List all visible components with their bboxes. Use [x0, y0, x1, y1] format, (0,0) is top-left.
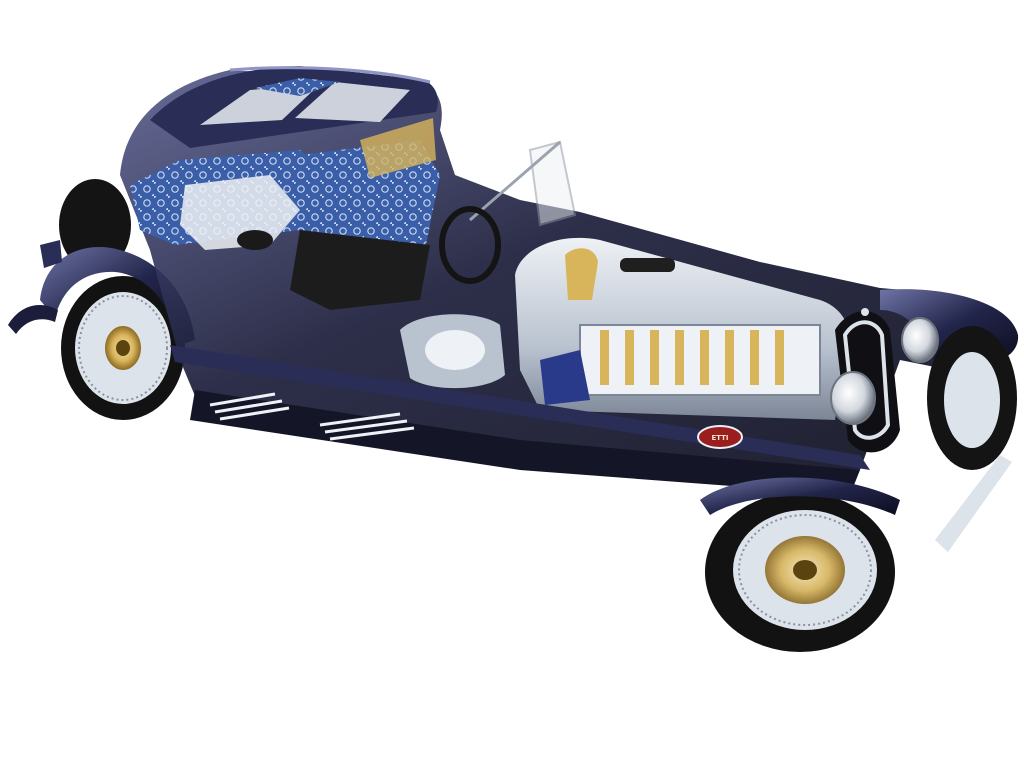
- badge-text: ETTI: [711, 434, 728, 442]
- front-seat: [290, 118, 440, 310]
- front-wheel: [705, 492, 895, 652]
- chassis-rail: [170, 345, 870, 470]
- windshield: [469, 140, 577, 227]
- front-fender-far: [880, 289, 1019, 470]
- body-highlight: [229, 66, 431, 84]
- steering-wheel: [439, 206, 501, 284]
- rear-wheel-far: [59, 179, 131, 271]
- transmission: [400, 314, 505, 389]
- front-fender-near: [700, 477, 900, 515]
- headlamps: [830, 317, 939, 425]
- engine: [515, 237, 850, 420]
- running-board: [190, 390, 860, 495]
- rear-seat: [130, 150, 330, 250]
- rear-wheel: [61, 276, 185, 420]
- radiator-badge: ETTI: [697, 425, 743, 449]
- front-bumper: [935, 455, 1012, 552]
